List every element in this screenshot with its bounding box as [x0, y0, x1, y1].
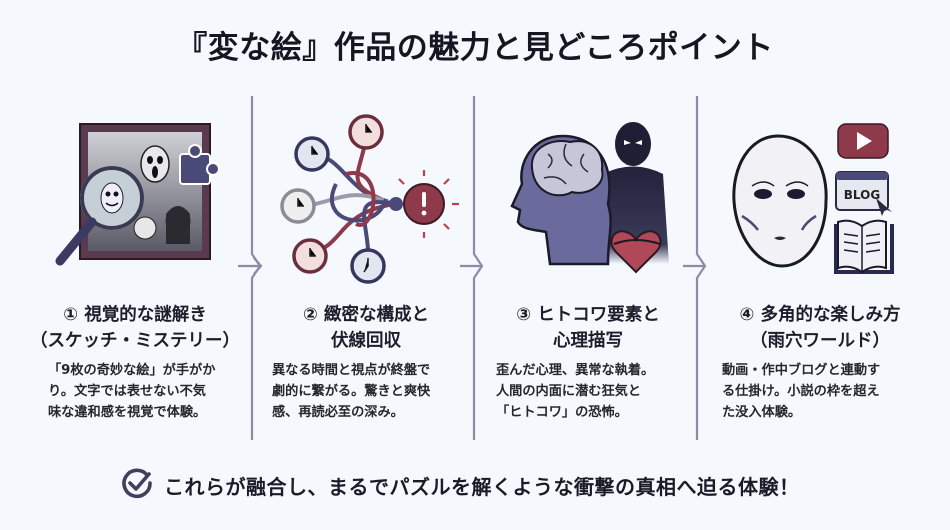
summary-footer: これらが融合し、まるでパズルを解くような衝撃の真相へ迫る体験！ — [120, 465, 800, 505]
blog-label: BLOG — [844, 188, 880, 202]
point-card-3: ③ ヒトコワ要素と 心理描写 歪んだ心理、異常な執着。 人間の内面に潜む狂気と … — [478, 96, 698, 446]
check-circle-icon — [120, 466, 154, 504]
heading-line-1: ① 視覚的な謎解き — [63, 305, 207, 325]
point-card-4: BLOG ④ 多角的な楽しみ方 （雨穴ワールド） 動画・作中ブログと連動す る仕… — [700, 96, 940, 446]
point-heading-1: ① 視覚的な謎解き （スケッチ・ミステリー） — [20, 302, 250, 354]
heading-line-1: ③ ヒトコワ要素と — [516, 305, 660, 325]
page-title: 『変な絵』作品の魅力と見どころポイント — [176, 30, 774, 66]
point-card-2: ② 緻密な構成と 伏線回収 異なる時間と視点が終盤で 劇的に繋がる。驚きと爽快 … — [256, 96, 476, 446]
point-description-2: 異なる時間と視点が終盤で 劇的に繋がる。驚きと爽快 感、再読必至の深み。 — [272, 363, 431, 420]
point-heading-4: ④ 多角的な楽しみ方 （雨穴ワールド） — [700, 302, 940, 354]
heading-line-2: （スケッチ・ミステリー） — [30, 331, 240, 351]
point-card-1: ① 視覚的な謎解き （スケッチ・ミステリー） 「9枚の奇妙な絵」が手がか り。文… — [20, 96, 250, 446]
illustration-creepy-drawing — [20, 96, 250, 286]
point-description-1: 「9枚の奇妙な絵」が手がか り。文字では表せない不気 味な違和感を視覚で体験。 — [48, 363, 216, 420]
heading-line-1: ④ 多角的な楽しみ方 — [739, 305, 901, 325]
separator-arrow-2 — [460, 96, 490, 440]
illustration-psychology — [478, 96, 698, 286]
separator-arrow-3 — [683, 96, 713, 440]
heading-line-2: 伏線回収 — [331, 331, 401, 351]
illustration-tangled-clocks — [256, 96, 476, 286]
heading-line-2: 心理描写 — [553, 331, 623, 351]
point-heading-2: ② 緻密な構成と 伏線回収 — [256, 302, 476, 354]
illustration-media-mix: BLOG — [700, 96, 940, 286]
heading-line-1: ② 緻密な構成と — [303, 305, 429, 325]
point-heading-3: ③ ヒトコワ要素と 心理描写 — [478, 302, 698, 354]
heading-line-2: （雨穴ワールド） — [750, 331, 890, 351]
separator-arrow-1 — [238, 96, 268, 440]
point-description-4: 動画・作中ブログと連動す る仕掛け。小説の枠を超え た没入体験。 — [722, 363, 881, 420]
summary-text: これらが融合し、まるでパズルを解くような衝撃の真相へ迫る体験！ — [164, 474, 800, 499]
point-description-3: 歪んだ心理、異常な執着。 人間の内面に潜む狂気と 「ヒトコワ」の恐怖。 — [496, 363, 655, 420]
